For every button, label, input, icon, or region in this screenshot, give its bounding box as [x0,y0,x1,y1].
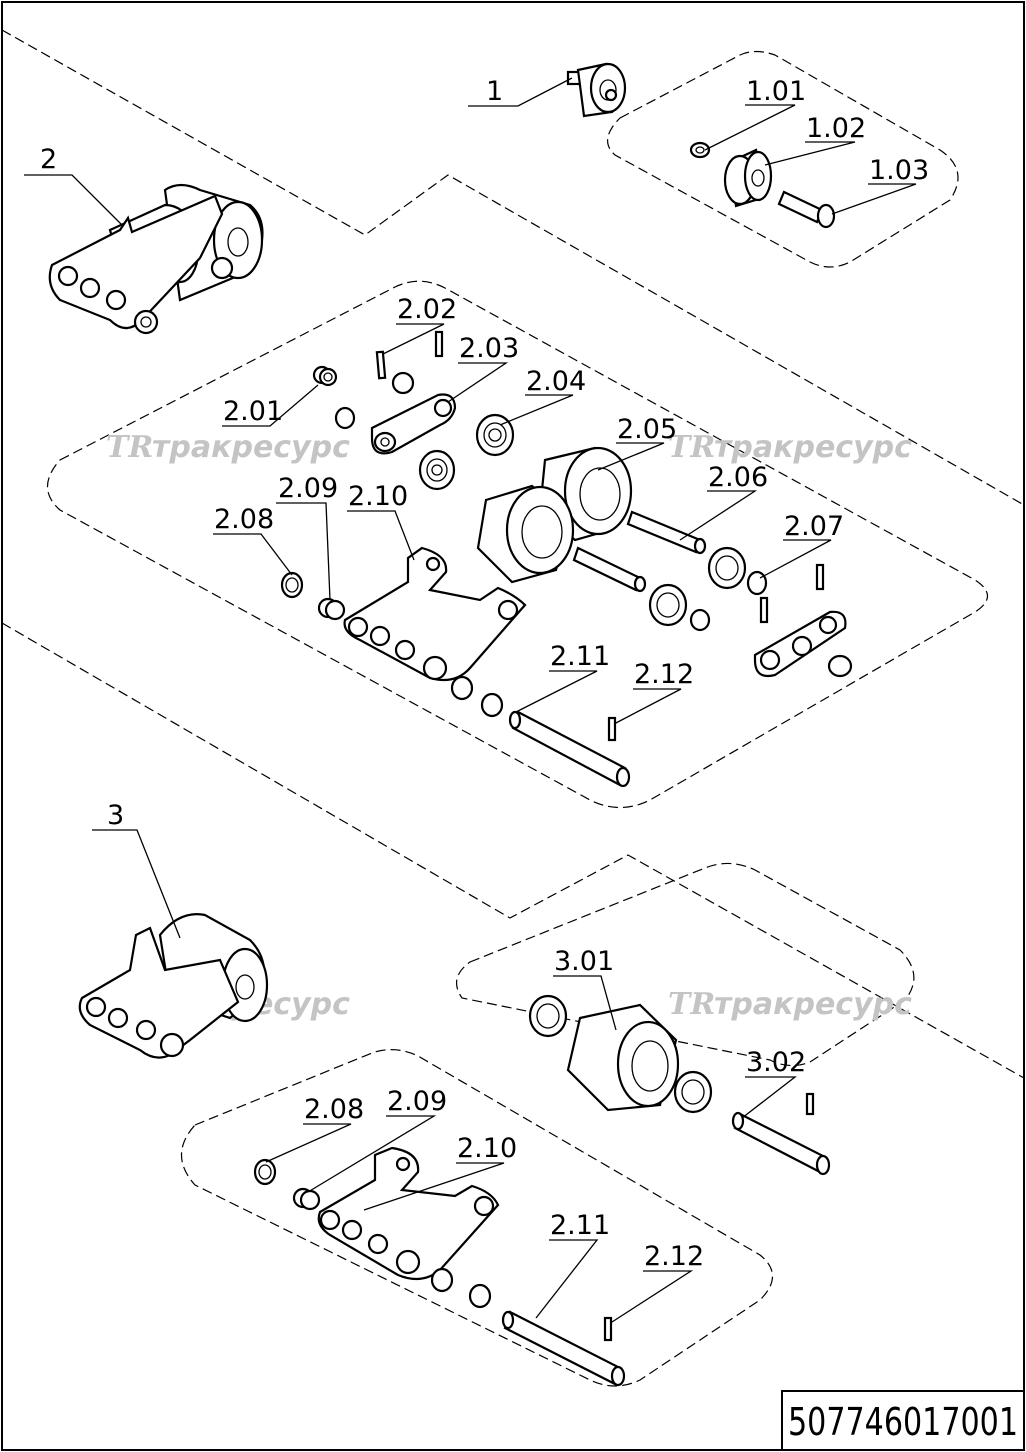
link-plate-drawing [370,393,457,455]
sleeve-drawing [450,675,504,718]
roller-assembly-drawing [566,62,627,118]
label-2: 2 [40,144,57,175]
bearing-right-drawing [648,546,747,627]
leader-lines [24,77,917,1323]
o-ring-drawing [334,371,415,430]
circlip-drawing [280,571,304,599]
label-2-09-b: 2.09 [387,1086,447,1117]
svg-text:тракресурс: тракресурс [714,987,912,1022]
section-boundaries [1,29,1025,1079]
axle-2-drawing [501,1310,626,1387]
callout-labels: 1 1.01 1.02 1.03 2 2.02 2.03 2.04 2.01 2… [40,76,929,1272]
nut-drawing [689,141,711,159]
label-2-09: 2.09 [278,473,338,504]
label-3: 3 [107,800,124,831]
label-1-01: 1.01 [746,76,806,107]
double-roller-frame-drawing [48,183,264,335]
bushing-small-drawing [317,597,346,621]
pin-right-drawing [759,563,825,624]
watermark-4: TR тракресурс [668,987,912,1022]
axle-drawing [508,710,631,788]
label-3-02: 3.02 [746,1047,806,1078]
label-2-11: 2.11 [550,641,610,672]
label-2-12-b: 2.12 [644,1241,704,1272]
watermark-2: TR тракресурс [668,430,912,465]
label-2-04: 2.04 [526,366,586,397]
svg-text:TR: TR [668,987,715,1022]
spring-pin-drawing [375,330,444,380]
bearing-3-drawing [528,994,713,1114]
label-2-08-b: 2.08 [304,1094,364,1125]
sleeve-2-drawing [430,1267,492,1309]
svg-text:TR: TR [106,430,153,465]
document-number: 507746017001 [788,1400,1018,1444]
bushing-drawing [312,365,338,387]
label-2-08: 2.08 [214,504,274,535]
label-2-06: 2.06 [708,462,768,493]
single-roller-frame-drawing [78,913,269,1059]
label-1: 1 [486,76,503,107]
bushing-2-drawing [292,1187,321,1211]
svg-text:тракресурс: тракресурс [152,430,350,465]
svg-text:тракресурс: тракресурс [714,430,912,465]
frame-2-drawing [317,1146,500,1281]
group-outlines [46,50,989,1387]
bolt-drawing [777,190,836,229]
watermark-1: TR тракресурс [106,430,350,465]
label-3-01: 3.01 [554,946,614,977]
svg-text:TR: TR [668,430,715,465]
circlip-2-drawing [253,1158,277,1186]
document-number-box: 507746017001 [781,1390,1025,1451]
roller-shell-3-drawing [566,1003,680,1112]
label-2-01: 2.01 [223,396,283,427]
label-2-12: 2.12 [634,659,694,690]
label-2-03: 2.03 [459,333,519,364]
label-2-10-b: 2.10 [457,1133,517,1164]
label-1-03: 1.03 [869,155,929,186]
label-2-11-b: 2.11 [550,1210,610,1241]
frame-drawing [343,546,527,682]
label-2-05: 2.05 [617,414,677,445]
shaft-drawing [572,510,707,593]
roller-drawing [723,148,773,208]
cotter-pin-drawing [607,716,617,742]
label-1-02: 1.02 [806,113,866,144]
link-plate-right-drawing [753,610,853,678]
label-2-10: 2.10 [348,481,408,512]
bearing-drawing [418,413,515,491]
label-2-02: 2.02 [397,294,457,325]
label-2-07: 2.07 [784,511,844,542]
roller-shell-drawing [476,446,633,584]
shaft-3-drawing [731,1092,831,1176]
